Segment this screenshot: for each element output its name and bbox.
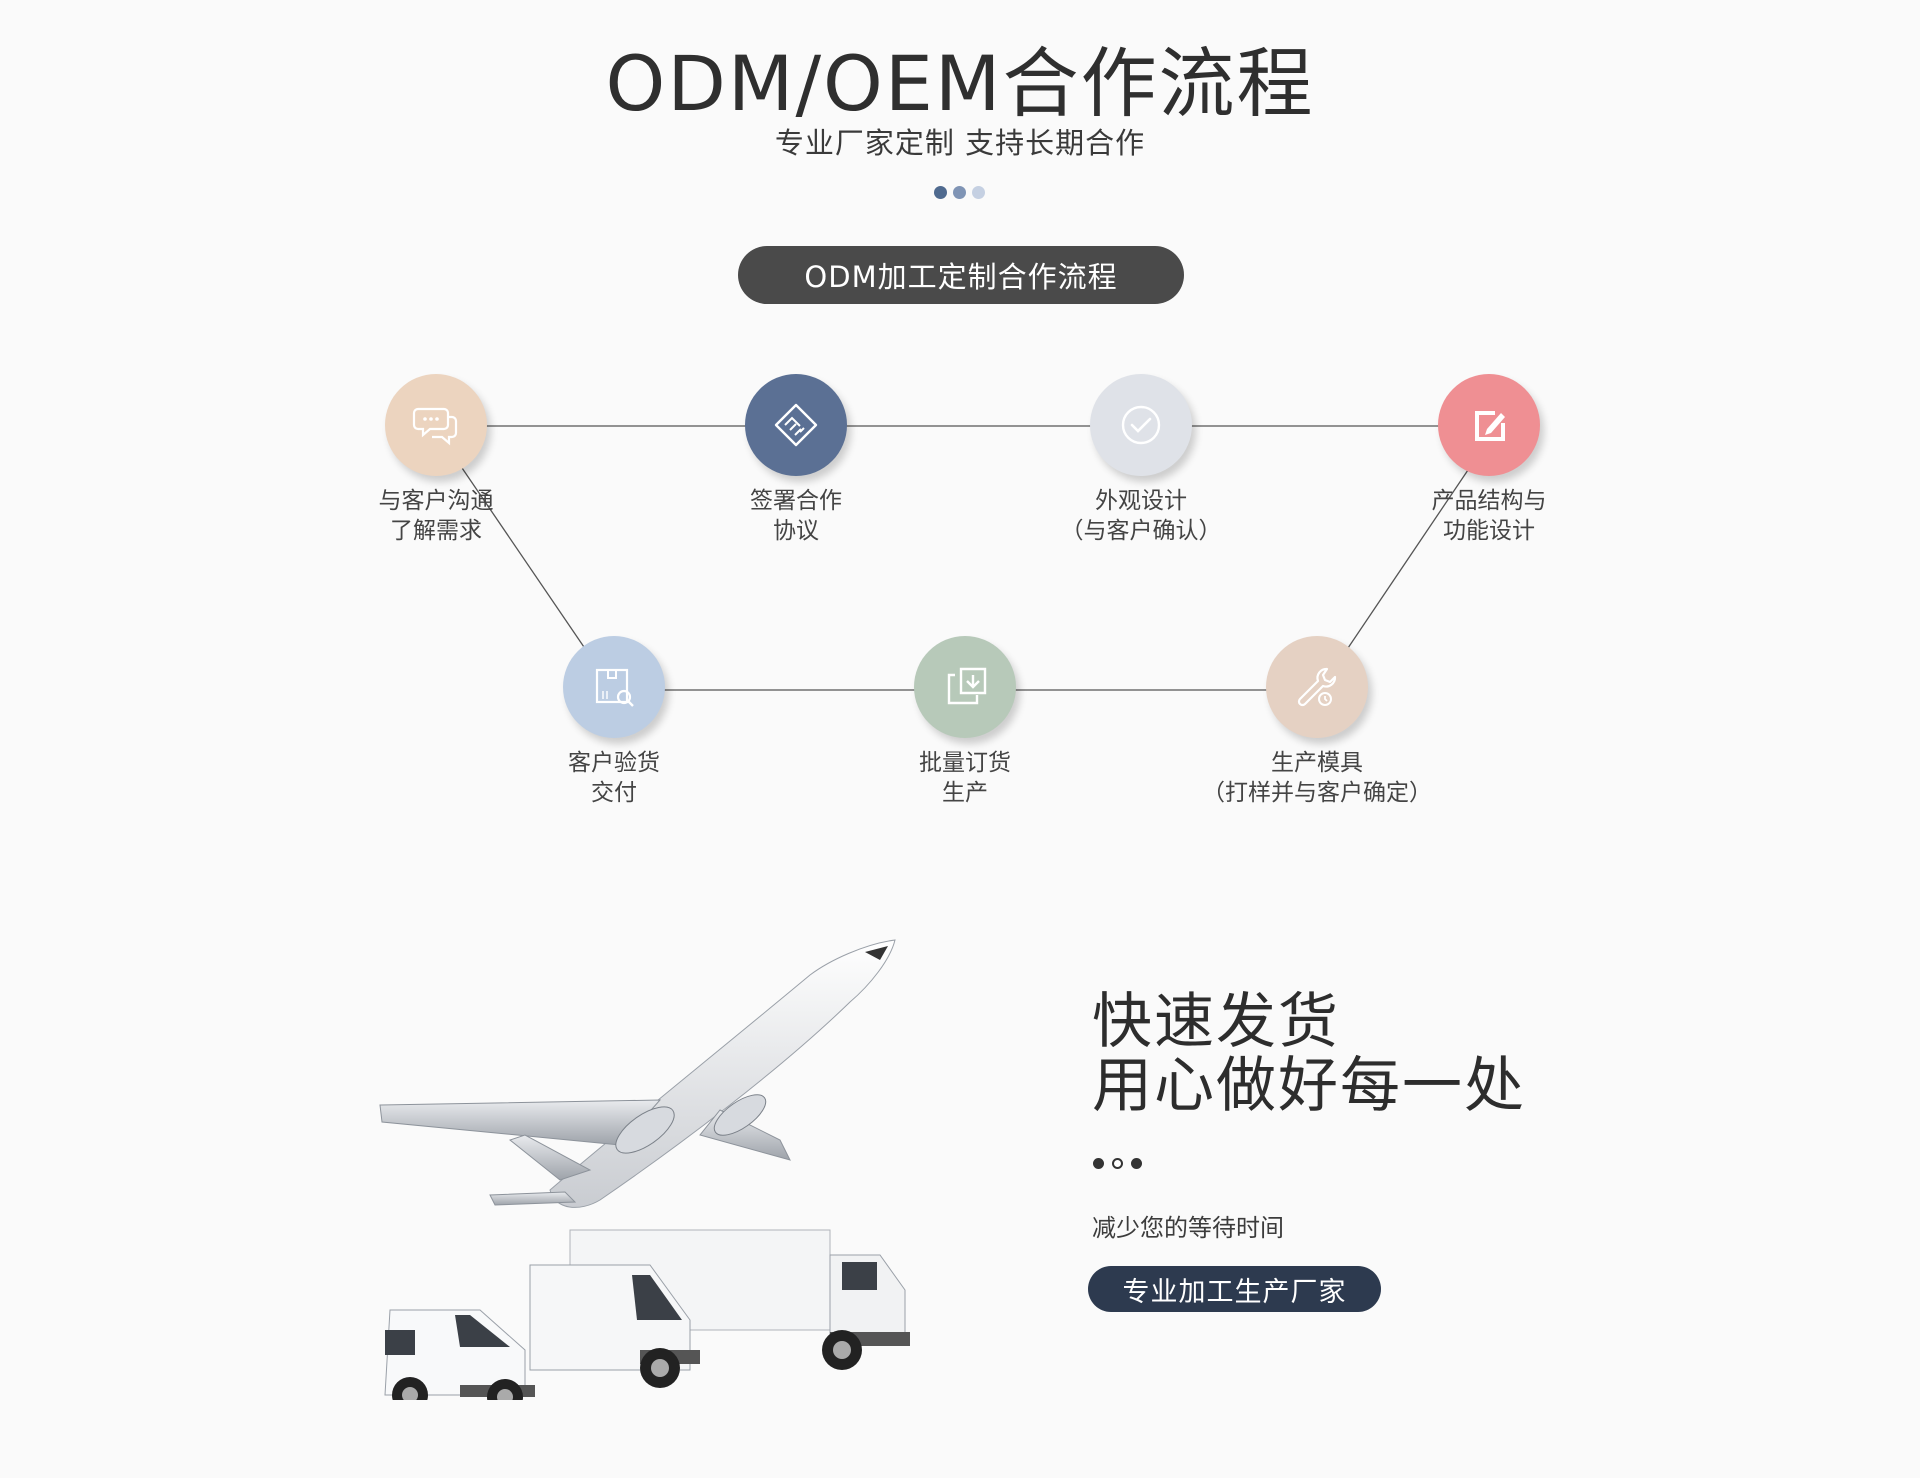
shipping-subtitle: 减少您的等待时间	[1092, 1214, 1284, 1242]
label-line: 协议	[773, 518, 819, 544]
process-title-pill: ODM加工定制合作流程	[738, 246, 1184, 304]
step-structure-design-label: 产品结构与 功能设计	[1339, 486, 1639, 546]
step-appearance-design-label: 外观设计 （与客户确认）	[991, 486, 1291, 546]
label-line: 签署合作	[750, 488, 842, 514]
label-line: 产品结构与	[1431, 488, 1547, 514]
small-van	[384, 1309, 535, 1400]
dot	[953, 186, 966, 199]
chat-bubbles-icon	[412, 407, 458, 446]
page-title: ODM/OEM合作流程	[605, 39, 1315, 128]
handshake-icon	[774, 403, 818, 447]
decorative-dots	[1093, 1158, 1142, 1169]
step-mass-production-label: 批量订货 生产	[815, 748, 1115, 808]
checkmark-circle-icon	[1121, 405, 1161, 445]
label-line: 了解需求	[390, 518, 482, 544]
label-line: 客户验货	[568, 750, 660, 776]
step-sign-agreement-label: 签署合作 协议	[646, 486, 946, 546]
step-appearance-design-node	[1090, 374, 1192, 476]
dot	[972, 186, 985, 199]
headline-line: 用心做好每一处	[1092, 1051, 1526, 1121]
step-communicate-node	[385, 374, 487, 476]
step-mass-production-node	[914, 636, 1016, 738]
order-download-icon	[947, 667, 987, 705]
step-sign-agreement-node	[745, 374, 847, 476]
dot	[1112, 1158, 1123, 1169]
step-structure-design-node	[1438, 374, 1540, 476]
label-line: （与客户确认）	[1060, 518, 1222, 544]
label-line: 外观设计	[1095, 488, 1187, 514]
shipping-headline: 快速发货 用心做好每一处	[1092, 990, 1526, 1118]
label-line: 生产模具	[1271, 750, 1363, 776]
airplane	[379, 939, 896, 1208]
label-line: 批量订货	[919, 750, 1011, 776]
label-line: 功能设计	[1443, 518, 1535, 544]
wrench-icon	[1297, 667, 1337, 707]
step-mold-production-label: 生产模具 （打样并与客户确定）	[1167, 748, 1467, 808]
package-inspect-icon: ‖‖	[595, 668, 634, 707]
label-line: 与客户沟通	[378, 488, 494, 514]
svg-text:‖‖: ‖‖	[601, 690, 609, 699]
label-line: 生产	[942, 780, 988, 806]
airplane-and-trucks-illustration	[379, 939, 910, 1400]
dot	[934, 186, 947, 199]
manufacturer-button[interactable]: 专业加工生产厂家	[1088, 1266, 1381, 1312]
step-inspection-delivery-node: ‖‖	[563, 636, 665, 738]
decorative-dots	[934, 186, 985, 199]
label-line: 交付	[591, 780, 637, 806]
dot	[1131, 1158, 1142, 1169]
step-mold-production-node	[1266, 636, 1368, 738]
headline-line: 快速发货	[1092, 987, 1340, 1057]
van	[529, 1264, 700, 1388]
step-communicate-label: 与客户沟通 了解需求	[286, 486, 586, 546]
edit-icon	[1475, 411, 1505, 441]
step-inspection-delivery-label: 客户验货 交付	[464, 748, 764, 808]
label-line: （打样并与客户确定）	[1202, 780, 1432, 806]
dot	[1093, 1158, 1104, 1169]
page-subtitle: 专业厂家定制 支持长期合作	[774, 126, 1146, 160]
